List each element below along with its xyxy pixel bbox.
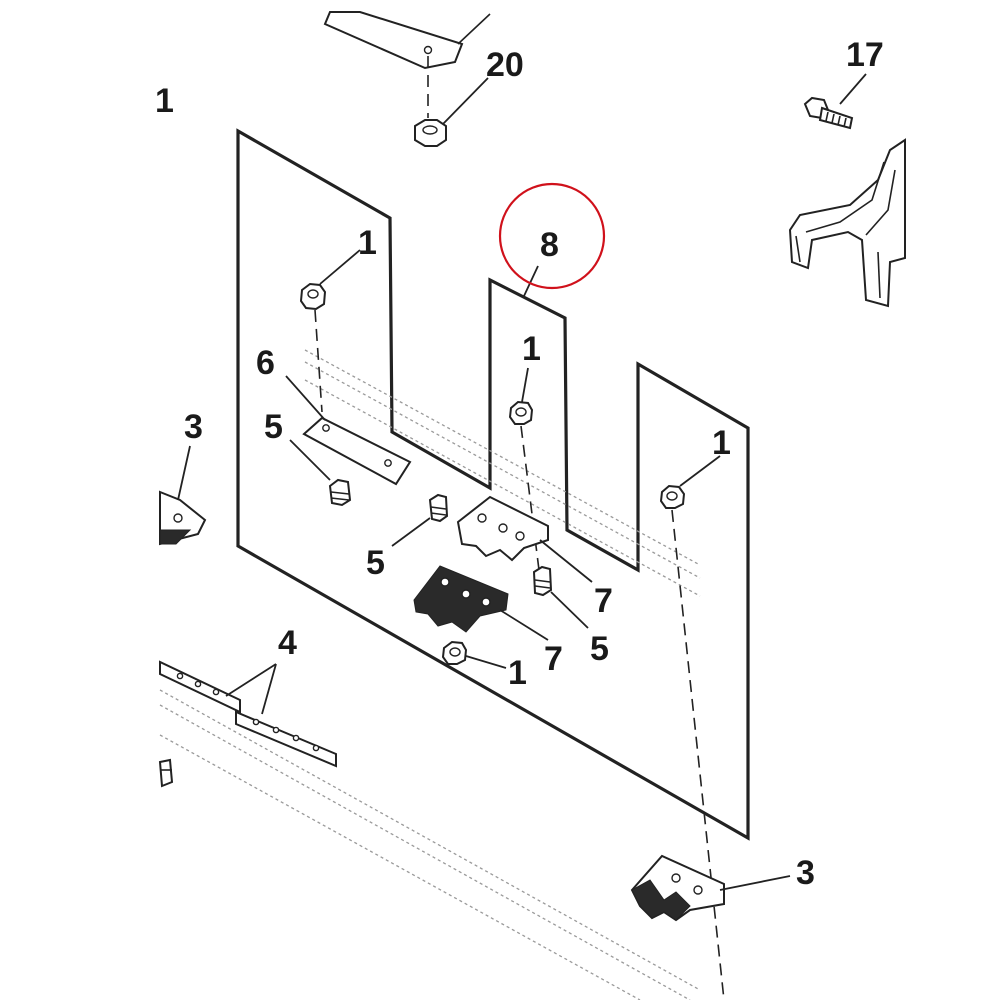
plate-6 bbox=[285, 375, 412, 486]
callout-7-a: 7 bbox=[594, 582, 613, 620]
bolt-5-a bbox=[289, 439, 352, 507]
knife-back-4 bbox=[159, 660, 337, 768]
bolt-lower-left bbox=[158, 758, 174, 788]
callout-1-edge: 1 bbox=[155, 82, 174, 120]
knife-section-7-lower bbox=[413, 565, 549, 641]
nut-1-center bbox=[508, 367, 541, 579]
callout-7-b: 7 bbox=[544, 640, 563, 678]
shield-plate bbox=[236, 128, 750, 841]
callout-3-a: 3 bbox=[184, 408, 203, 446]
leader-8 bbox=[523, 265, 539, 297]
nut-20 bbox=[414, 77, 489, 147]
nut-1-upper-left bbox=[299, 249, 361, 413]
callout-5-a: 5 bbox=[264, 408, 283, 446]
callout-17: 17 bbox=[846, 36, 884, 74]
callout-6: 6 bbox=[256, 344, 275, 382]
cutterbar-ghost bbox=[159, 349, 701, 1000]
nut-1-lower bbox=[441, 640, 507, 669]
guard-3-right bbox=[630, 854, 791, 922]
callout-20: 20 bbox=[486, 46, 524, 84]
bracket bbox=[788, 138, 906, 308]
callout-5-b: 5 bbox=[366, 544, 385, 582]
knife-section-7-upper bbox=[456, 495, 593, 583]
callout-8: 8 bbox=[540, 226, 559, 264]
highlight-circle-8 bbox=[498, 182, 606, 290]
callout-4: 4 bbox=[278, 624, 297, 662]
callout-1-c: 1 bbox=[712, 424, 731, 462]
callout-1-d: 1 bbox=[508, 654, 527, 692]
nut-1-right bbox=[659, 455, 725, 1000]
guard-3-left bbox=[159, 445, 207, 546]
callout-1-a: 1 bbox=[358, 224, 377, 262]
callout-1-b: 1 bbox=[522, 330, 541, 368]
bolt-5-b bbox=[391, 493, 449, 547]
callout-3-b: 3 bbox=[796, 854, 815, 892]
top-strap bbox=[323, 11, 491, 118]
callout-5-c: 5 bbox=[590, 630, 609, 668]
bolt-5-c bbox=[532, 565, 589, 629]
bolt-17 bbox=[803, 73, 867, 130]
